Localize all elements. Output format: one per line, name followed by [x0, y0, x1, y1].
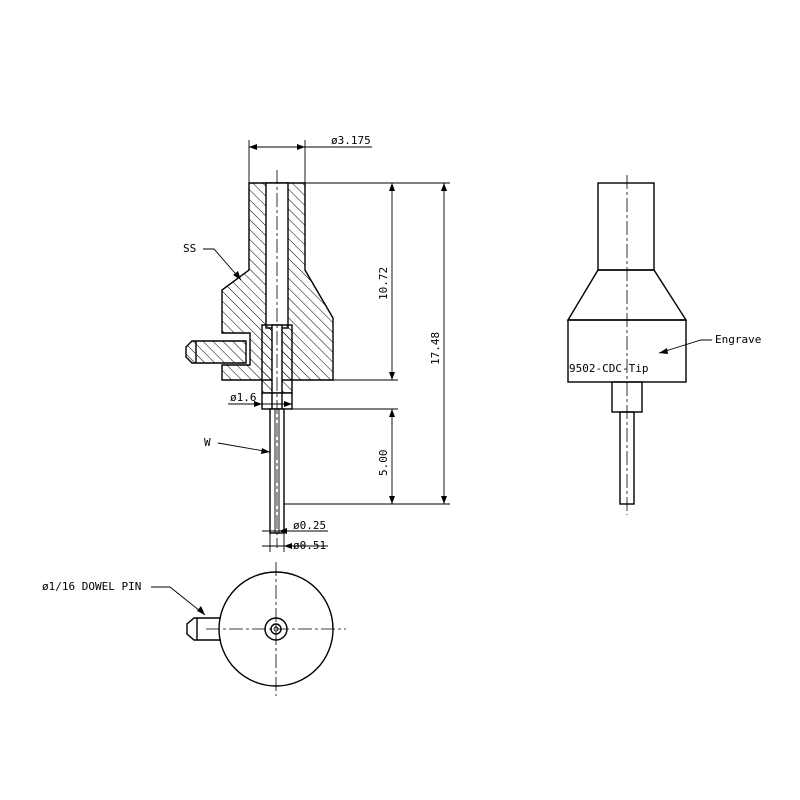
material-leaders: SS W [183, 242, 271, 454]
dimension-texts: ø3.175 10.72 17.48 5.00 ø1.6 ø0.25 ø0.51 [230, 134, 442, 552]
dim-bore-dia: ø3.175 [331, 134, 371, 147]
dimension-lines [228, 140, 450, 552]
label-wire-material: W [204, 436, 211, 449]
bottom-view: ø1/16 DOWEL PIN [42, 562, 346, 696]
exterior-shank [597, 182, 655, 271]
dim-wire-outer-dia: ø0.51 [293, 539, 326, 552]
engraved-text: 9502-CDC-Tip [569, 362, 648, 375]
dim-needle-length: 5.00 [377, 450, 390, 477]
dowel-pin-section [185, 340, 247, 364]
dim-total-height: 17.48 [429, 332, 442, 365]
label-body-material: SS [183, 242, 196, 255]
bottom-dowel-pin [186, 617, 221, 641]
dim-collar-dia: ø1.6 [230, 391, 257, 404]
label-engrave: Engrave [715, 333, 761, 346]
dim-upper-height: 10.72 [377, 267, 390, 300]
label-dowel-pin: ø1/16 DOWEL PIN [42, 580, 141, 593]
dim-wire-inner-dia: ø0.25 [293, 519, 326, 532]
exterior-view: 9502-CDC-Tip Engrave [566, 175, 761, 515]
section-view [185, 170, 334, 548]
